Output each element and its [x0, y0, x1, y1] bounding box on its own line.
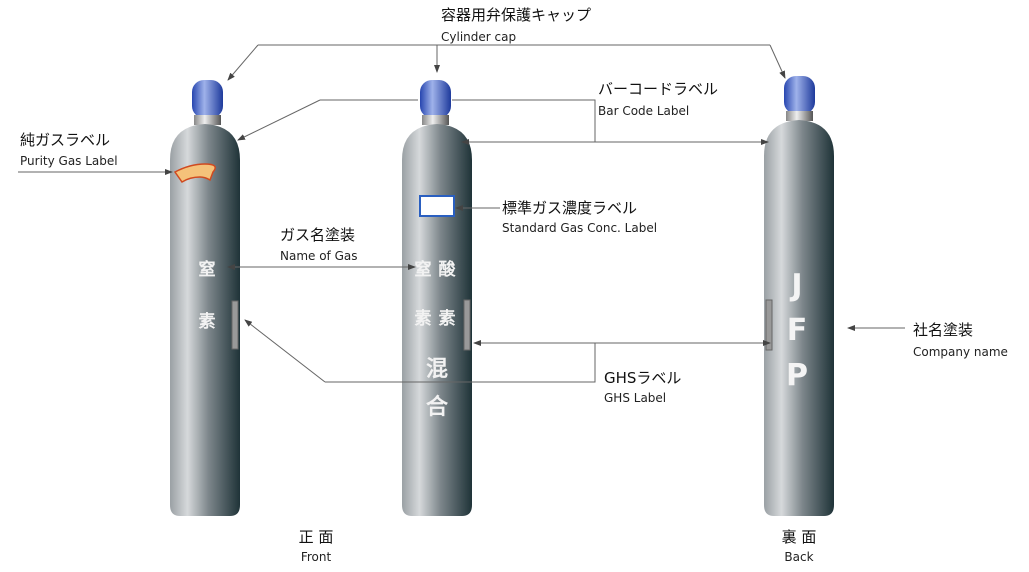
ghs-label-jp: GHSラベル	[604, 369, 681, 387]
barcode-label-jp: バーコードラベル	[598, 80, 718, 98]
ghs-label	[463, 299, 471, 351]
front-label-en: Front	[301, 550, 332, 564]
back-label-en: Back	[784, 550, 813, 564]
front-label-jp: 正 面	[299, 528, 334, 546]
purity-label-en: Purity Gas Label	[20, 154, 118, 168]
cylinder-cap	[192, 80, 223, 118]
back-label-jp: 裏 面	[782, 528, 817, 546]
cylinder-front-mixture: 窒 酸 素 素 混 合	[402, 80, 472, 516]
ghs-label-en: GHS Label	[604, 391, 666, 405]
gas-name-char: 合	[426, 394, 449, 420]
cylinder-cap	[784, 76, 815, 114]
leader-lines	[18, 44, 905, 383]
gas-name-char: 素	[199, 312, 216, 332]
gas-name-char: 酸	[439, 259, 457, 280]
company-letter: F	[787, 313, 808, 348]
company-letter: P	[786, 358, 808, 393]
gas-name-label-jp: ガス名塗装	[280, 226, 355, 244]
purity-label-jp: 純ガスラベル	[20, 131, 110, 149]
std-conc-label-jp: 標準ガス濃度ラベル	[502, 199, 637, 217]
ghs-label	[765, 299, 773, 351]
barcode-label-en: Bar Code Label	[598, 104, 689, 118]
purity-gas-label	[173, 163, 216, 184]
cylinder-cap	[420, 80, 451, 118]
cylinder-back: J F P	[764, 76, 834, 516]
cap-label-jp: 容器用弁保護キャップ	[441, 6, 591, 24]
company-letter: J	[789, 268, 802, 303]
cap-label-en: Cylinder cap	[441, 30, 516, 44]
ghs-label	[231, 300, 239, 350]
gas-name-char: 混	[426, 357, 448, 382]
gas-name-char: 窒	[199, 259, 216, 280]
cylinder-front-nitrogen: 窒 素	[170, 80, 240, 516]
gas-name-char: 窒	[415, 259, 432, 280]
std-conc-label-en: Standard Gas Conc. Label	[502, 221, 657, 235]
gas-name-char: 素	[439, 309, 456, 329]
company-label-en: Company name	[913, 345, 1008, 359]
company-label-jp: 社名塗装	[913, 321, 973, 339]
gas-name-label-en: Name of Gas	[280, 249, 358, 263]
gas-name-char: 素	[415, 309, 432, 329]
standard-gas-conc-label	[419, 195, 455, 217]
